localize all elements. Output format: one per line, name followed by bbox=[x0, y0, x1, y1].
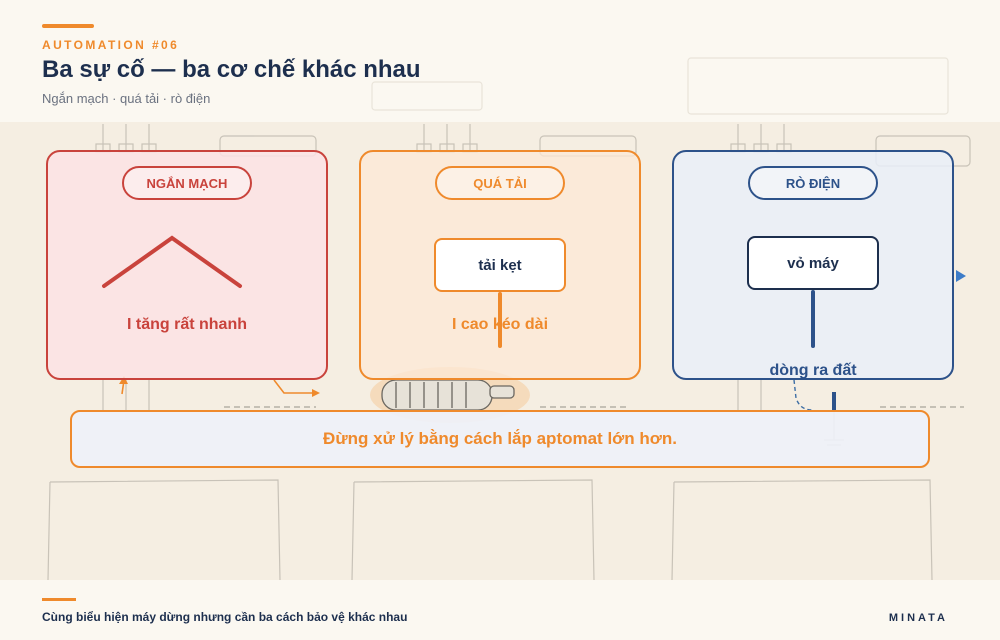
leakage-label-pill: RÒ ĐIỆN bbox=[748, 166, 878, 200]
short-circuit-label-pill: NGẮN MẠCH bbox=[122, 166, 252, 200]
stuck-load-box: tải kẹt bbox=[434, 238, 566, 292]
panel-leakage: RÒ ĐIỆN vỏ máy dòng ra đất bbox=[672, 150, 954, 380]
footer-accent-bar bbox=[42, 598, 76, 601]
page-subtitle: Ngắn mạch · quá tải · rò điện bbox=[42, 91, 211, 106]
current-spike-icon bbox=[102, 235, 242, 288]
header-accent-bar bbox=[42, 24, 94, 28]
brand-logo: MINATA bbox=[888, 612, 948, 624]
footer-caption: Cùng biểu hiện máy dừng nhưng cần ba các… bbox=[42, 610, 408, 624]
overload-connector-line bbox=[498, 292, 502, 348]
short-circuit-caption: I tăng rất nhanh bbox=[127, 316, 247, 333]
leakage-connector-line bbox=[811, 290, 815, 348]
panel-short-circuit: NGẮN MẠCH I tăng rất nhanh bbox=[46, 150, 328, 380]
page-title: Ba sự cố — ba cơ chế khác nhau bbox=[42, 56, 421, 83]
footer bbox=[0, 580, 1000, 640]
machine-casing-box: vỏ máy bbox=[747, 236, 879, 290]
panel-overload: QUÁ TẢI I cao kéo dài tải kẹt bbox=[359, 150, 641, 380]
overload-label-pill: QUÁ TẢI bbox=[435, 166, 565, 200]
warning-banner: Đừng xử lý bằng cách lắp aptomat lớn hơn… bbox=[70, 410, 930, 468]
leakage-caption: dòng ra đất bbox=[769, 362, 857, 379]
series-kicker: AUTOMATION #06 bbox=[42, 38, 180, 52]
